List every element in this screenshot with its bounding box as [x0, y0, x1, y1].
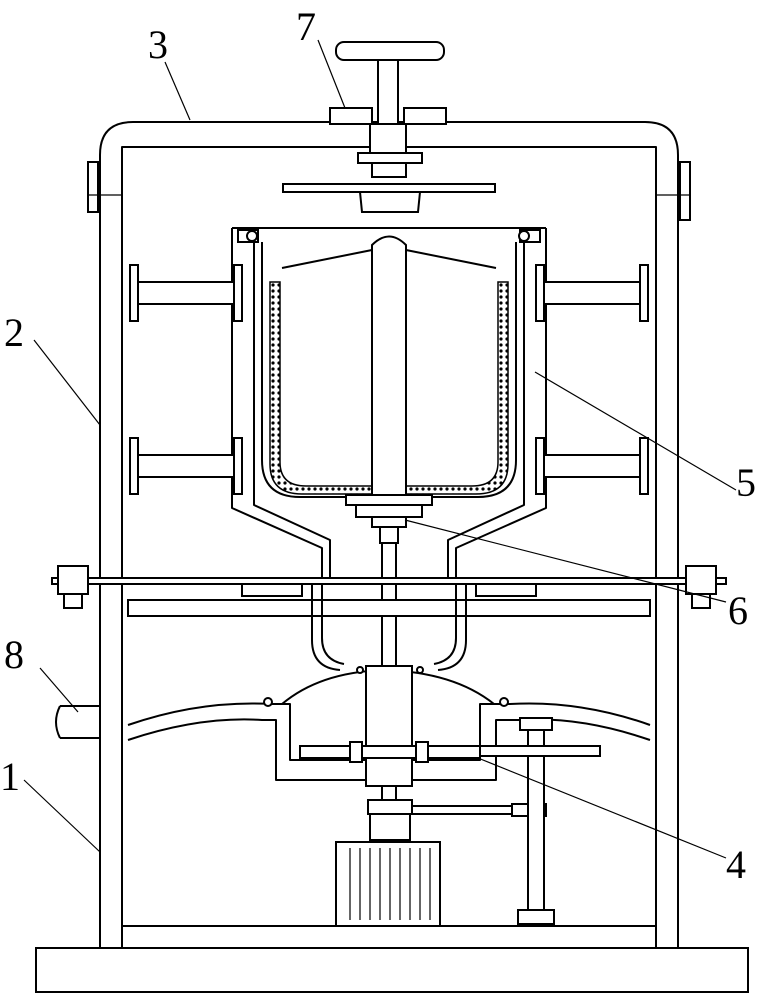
vessel-jacket	[231, 228, 331, 579]
top-handle	[335, 41, 445, 61]
central-hub	[365, 665, 413, 787]
callout-label-7: 7	[296, 4, 316, 49]
callout-label-1: 1	[0, 754, 20, 799]
motor	[335, 841, 441, 927]
mid-beam	[51, 577, 727, 585]
callout-label-5: 5	[736, 460, 756, 505]
side-brackets	[129, 264, 649, 495]
callout-label-6: 6	[728, 588, 748, 633]
callout-label-8: 8	[4, 632, 24, 677]
callout-label-3: 3	[148, 22, 168, 67]
filter-layer	[269, 281, 509, 495]
outlet-pipe	[55, 705, 100, 739]
lower-bowl	[311, 584, 467, 671]
screw-drive	[519, 717, 553, 731]
drive-pulley	[367, 799, 413, 815]
callout-label-2: 2	[4, 310, 24, 355]
central-shaft	[371, 235, 407, 496]
base-plate	[35, 947, 749, 993]
lower-tray	[127, 702, 651, 761]
callout-label-4: 4	[726, 842, 746, 887]
leader-lines	[23, 39, 737, 859]
